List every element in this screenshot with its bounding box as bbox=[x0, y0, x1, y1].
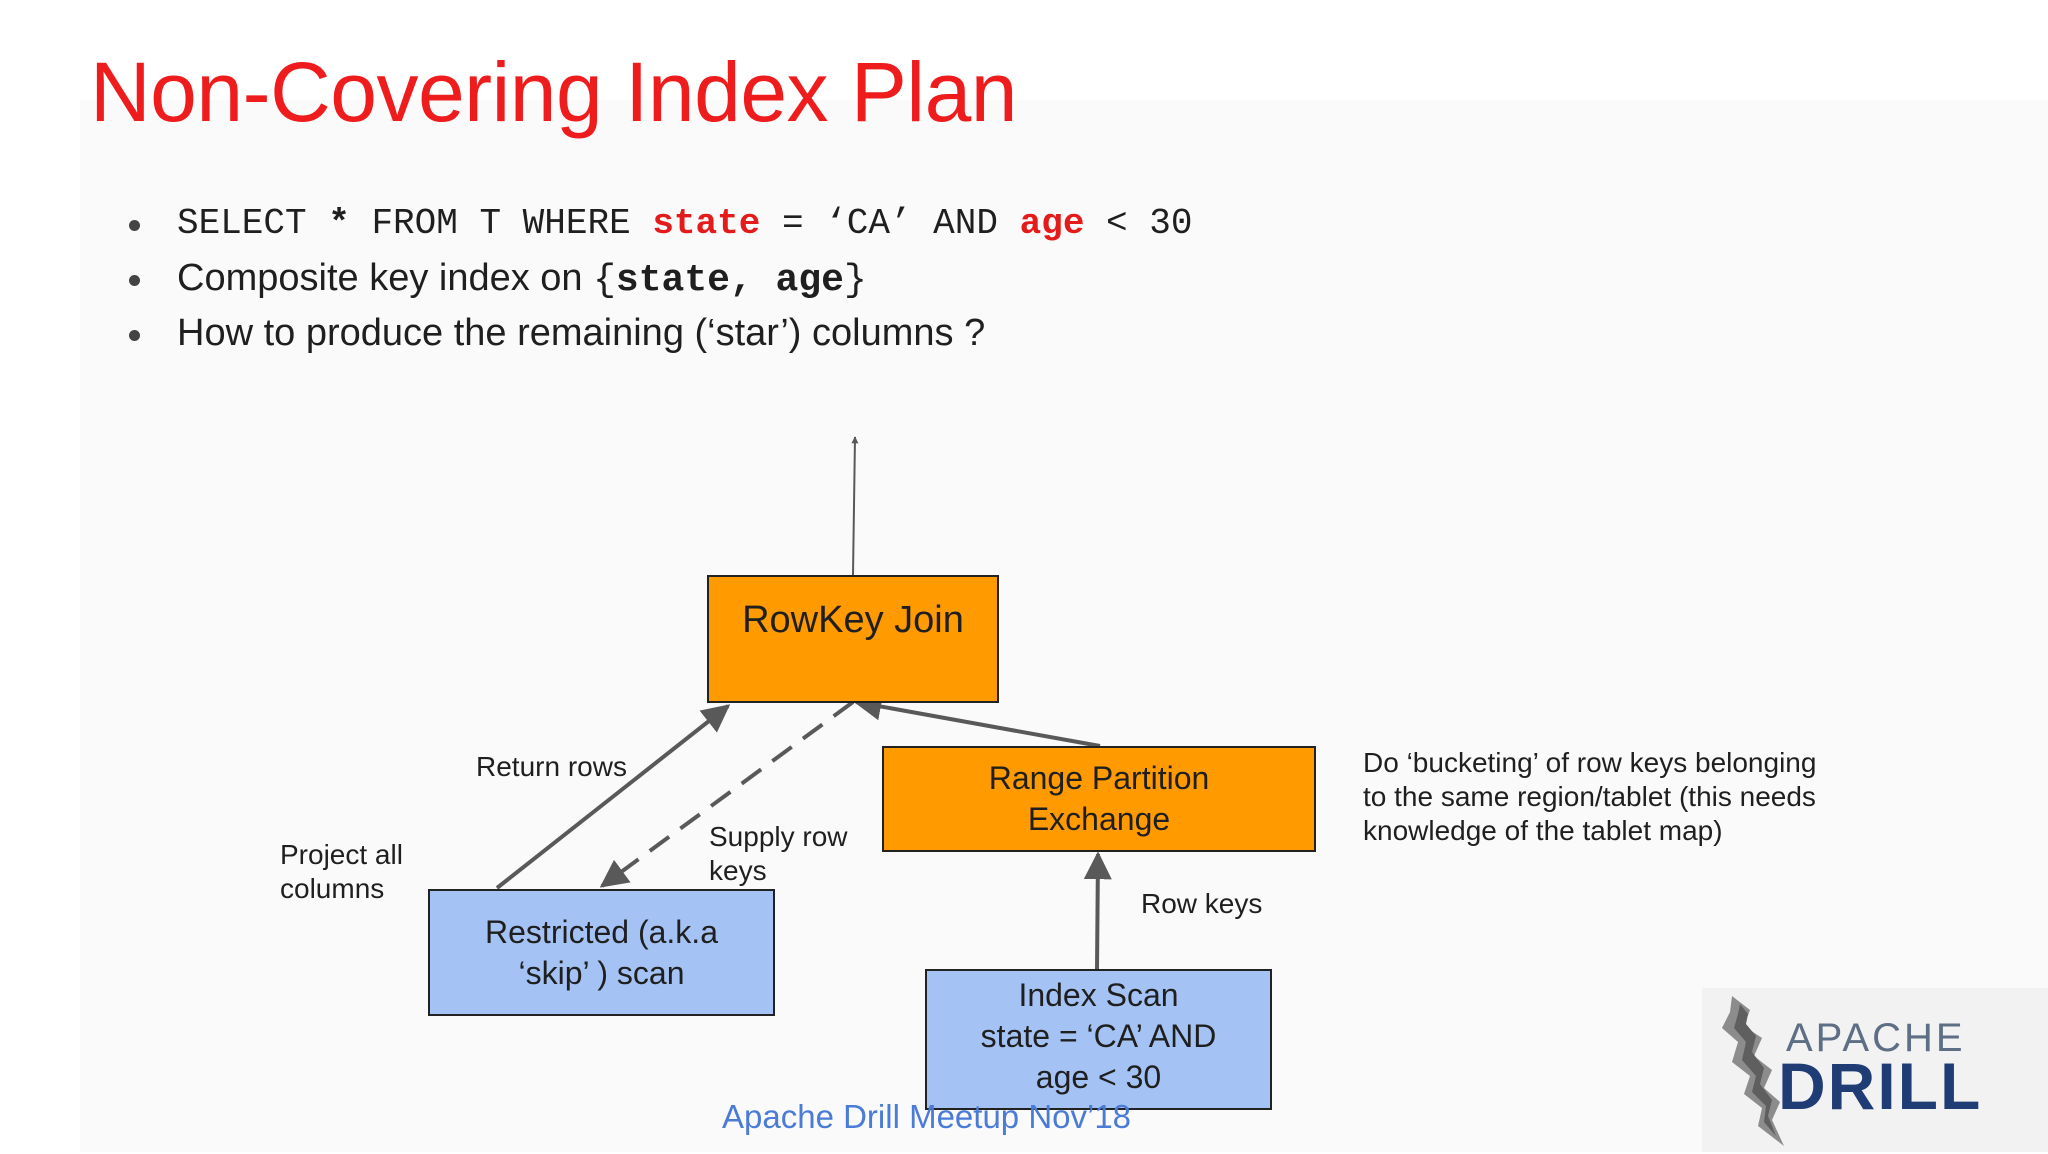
bullet-query: SELECT * FROM T WHERE state = ‘CA’ AND a… bbox=[125, 196, 1192, 251]
output-arrow bbox=[851, 436, 859, 576]
label-line: Supply row bbox=[709, 821, 848, 852]
node-line: Index Scan bbox=[1018, 977, 1179, 1013]
row-keys-arrow bbox=[1083, 851, 1112, 970]
row-keys-label: Row keys bbox=[1141, 888, 1263, 919]
bucketing-note: Do ‘bucketing’ of row keys belonging to … bbox=[1363, 746, 1816, 848]
note-line: knowledge of the tablet map) bbox=[1363, 815, 1723, 846]
composite-keys: state, age bbox=[615, 259, 844, 302]
range-partition-exchange-node: Range Partition Exchange bbox=[882, 746, 1316, 852]
close-brace: } bbox=[843, 259, 867, 302]
node-line: ‘skip’ ) scan bbox=[518, 954, 685, 991]
node-line: Range Partition bbox=[988, 760, 1210, 796]
open-brace: { bbox=[593, 259, 616, 302]
bullet-dot-icon bbox=[129, 275, 140, 286]
kw-star: * bbox=[328, 203, 350, 244]
label-line: columns bbox=[280, 873, 385, 904]
logo-apache-text: APACHE bbox=[1786, 1016, 1966, 1060]
rowkey-join-node: RowKey Join bbox=[707, 575, 999, 703]
note-line: to the same region/tablet (this needs bbox=[1363, 781, 1816, 812]
node-line: Exchange bbox=[1027, 801, 1171, 837]
restricted-scan-node: Restricted (a.k.a ‘skip’ ) scan bbox=[428, 889, 775, 1016]
return-rows-label: Return rows bbox=[476, 751, 627, 782]
kw-select: SELECT bbox=[177, 203, 307, 244]
kw-eq-ca-and: = ‘CA’ AND bbox=[781, 203, 998, 244]
kw-state: state bbox=[652, 203, 761, 244]
remaining-columns-text: How to produce the remaining (‘star’) co… bbox=[177, 312, 986, 354]
bullet-remaining-columns: How to produce the remaining (‘star’) co… bbox=[125, 306, 1192, 361]
note-line: Do ‘bucketing’ of row keys belonging bbox=[1363, 747, 1817, 778]
supply-row-keys-label: Supply row keys bbox=[709, 820, 848, 888]
bullet-dot-icon bbox=[129, 330, 140, 341]
bullet-composite-index: Composite key index on {state, age} bbox=[125, 251, 1192, 306]
index-scan-node: Index Scan state = ‘CA’ AND age < 30 bbox=[925, 969, 1272, 1110]
kw-from-where: FROM T WHERE bbox=[371, 203, 631, 244]
drill-bit-icon bbox=[1722, 996, 1784, 1146]
project-all-columns-label: Project all columns bbox=[280, 838, 403, 906]
return-rows-arrow bbox=[495, 704, 731, 890]
node-line: RowKey Join bbox=[742, 598, 964, 641]
footer-text: Apache Drill Meetup Nov’18 bbox=[722, 1098, 1132, 1135]
apache-drill-logo: APACHE DRILL bbox=[1702, 988, 2048, 1152]
bullet-list: SELECT * FROM T WHERE state = ‘CA’ AND a… bbox=[125, 196, 1192, 361]
node-line: age < 30 bbox=[1035, 1059, 1162, 1095]
label-line: Project all bbox=[280, 839, 403, 870]
node-line: Restricted (a.k.a bbox=[485, 913, 718, 950]
slide-title: Non-Covering Index Plan bbox=[90, 45, 1018, 139]
kw-age: age bbox=[1019, 203, 1085, 244]
logo-drill-text: DRILL bbox=[1778, 1049, 1983, 1123]
node-line: state = ‘CA’ AND bbox=[980, 1018, 1217, 1054]
bullet-dot-icon bbox=[129, 220, 140, 231]
exchange-to-join-arrow bbox=[853, 692, 1101, 748]
supply-row-keys-arrow bbox=[599, 700, 855, 888]
label-line: keys bbox=[709, 855, 767, 886]
kw-lt-30: < 30 bbox=[1106, 203, 1193, 244]
composite-prefix: Composite key index on bbox=[177, 257, 594, 299]
